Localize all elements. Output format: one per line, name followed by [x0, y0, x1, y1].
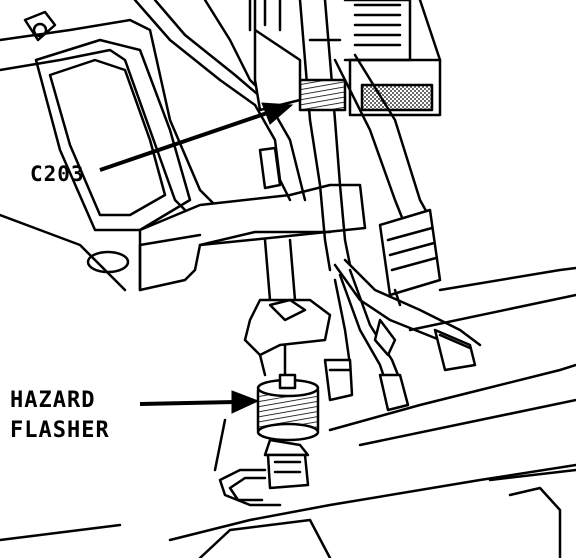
c203-label: C203	[30, 162, 85, 186]
hazard-flasher-label: HAZARD FLASHER	[10, 386, 110, 446]
harness	[133, 0, 352, 272]
flasher-holder	[243, 238, 332, 377]
bracket	[138, 183, 367, 292]
dash-panel	[0, 10, 217, 292]
hazard-flasher-label-line2: FLASHER	[10, 418, 110, 443]
wires-right	[323, 258, 482, 412]
flasher-leader-arrow	[139, 390, 260, 414]
right-connector	[333, 53, 442, 307]
lower-plug	[213, 418, 310, 507]
c203-connector	[248, 0, 442, 117]
flasher-can	[256, 373, 320, 457]
hazard-flasher-label-line1: HAZARD	[10, 388, 96, 413]
floor-lines	[0, 266, 576, 558]
c203-leader-arrow	[99, 102, 294, 172]
